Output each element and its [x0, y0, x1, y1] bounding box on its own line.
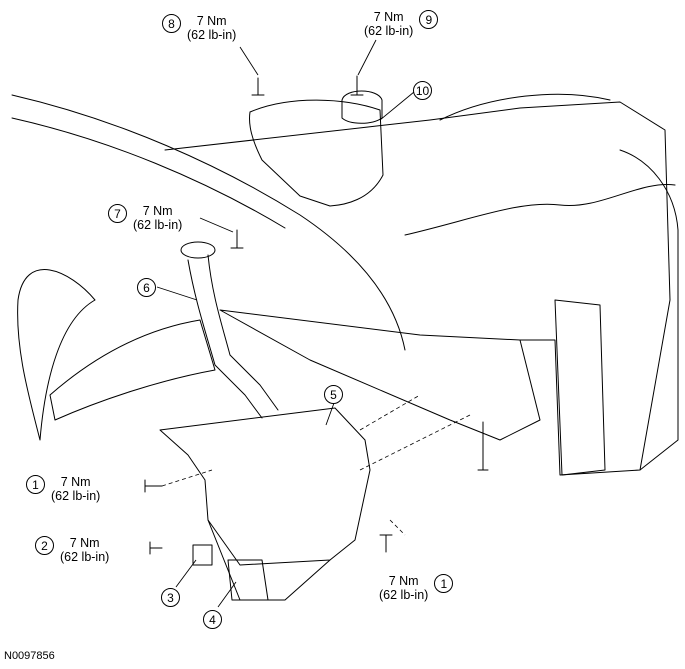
torque-imperial: (62 lb-in) — [51, 489, 101, 503]
grille-outline — [619, 149, 679, 471]
part-label-3: 3 — [161, 588, 180, 607]
torque-spec: 7 Nm (62 lb-in) — [133, 204, 182, 232]
callout-2: 2 7 Nm (62 lb-in) — [35, 536, 109, 564]
callout-number: 7 — [108, 204, 127, 223]
wiring-harness-outline — [404, 183, 676, 236]
torque-imperial: (62 lb-in) — [187, 28, 237, 42]
callout-number: 1 — [26, 475, 45, 494]
callout-number: 9 — [419, 10, 439, 29]
leader-10 — [379, 91, 415, 121]
leader-6 — [156, 286, 198, 301]
leader-5 — [325, 402, 335, 426]
callout-1-right: 1 7 Nm (62 lb-in) — [379, 574, 454, 602]
bolt-7-outline — [230, 229, 244, 249]
alignment-line-4 — [389, 519, 406, 536]
filler-cap-outline — [180, 241, 216, 259]
torque-metric: 7 Nm — [69, 536, 100, 550]
fender-outline — [11, 94, 406, 351]
alignment-line-3 — [359, 414, 471, 471]
bolt-2-outline — [149, 541, 163, 555]
callout-number: 2 — [35, 536, 54, 555]
washer-pump-outline — [227, 559, 269, 601]
bolt-8-outline — [251, 77, 265, 96]
torque-spec: 7 Nm (62 lb-in) — [60, 536, 109, 564]
frame-crossmember-outline — [219, 309, 541, 441]
bolt-1a-outline — [144, 479, 163, 493]
leader-3 — [175, 559, 197, 588]
torque-metric: 7 Nm — [373, 10, 404, 24]
alignment-line-1 — [161, 469, 213, 487]
washer-reservoir-outline — [159, 407, 371, 566]
washer-reservoir-bottom-outline — [207, 519, 331, 601]
torque-imperial: (62 lb-in) — [379, 588, 429, 602]
torque-metric: 7 Nm — [60, 475, 91, 489]
bolt-1b-outline — [379, 534, 393, 553]
callout-number: 8 — [162, 14, 181, 33]
leader-4 — [217, 581, 237, 608]
torque-imperial: (62 lb-in) — [364, 24, 414, 38]
leader-8 — [239, 46, 259, 76]
stud-outline — [477, 421, 489, 471]
torque-imperial: (62 lb-in) — [133, 218, 183, 232]
right-support-post-outline — [554, 299, 606, 476]
callout-1-left: 1 7 Nm (62 lb-in) — [26, 475, 100, 503]
torque-metric: 7 Nm — [196, 14, 227, 28]
wheel-well-liner — [49, 319, 216, 421]
fender-inner-outline — [11, 117, 286, 229]
alignment-line-2 — [359, 394, 421, 431]
torque-spec: 7 Nm (62 lb-in) — [187, 14, 236, 42]
torque-metric: 7 Nm — [142, 204, 173, 218]
callout-7: 7 7 Nm (62 lb-in) — [108, 204, 182, 232]
torque-spec: 7 Nm (62 lb-in) — [364, 10, 413, 38]
leader-9 — [357, 39, 377, 76]
callout-9: 9 7 Nm (62 lb-in) — [364, 10, 439, 38]
torque-spec: 7 Nm (62 lb-in) — [379, 574, 428, 602]
callout-number: 1 — [434, 574, 454, 593]
part-label-4: 4 — [203, 610, 222, 629]
filler-neck-outline-2 — [207, 254, 279, 411]
leader-7 — [199, 217, 234, 233]
figure-id: N0097856 — [4, 650, 55, 662]
bolt-9-outline — [350, 75, 364, 96]
filler-neck-outline — [187, 259, 263, 419]
torque-imperial: (62 lb-in) — [60, 550, 110, 564]
reservoir-cap-outline — [341, 90, 383, 124]
part-label-10: 10 — [413, 81, 432, 100]
fluid-level-sensor-outline — [192, 544, 213, 566]
wheel-well-outline — [17, 269, 96, 441]
part-label-6: 6 — [137, 278, 156, 297]
torque-spec: 7 Nm (62 lb-in) — [51, 475, 100, 503]
wiring-harness-upper-outline — [439, 93, 611, 121]
callout-8: 8 7 Nm (62 lb-in) — [162, 14, 236, 42]
torque-metric: 7 Nm — [388, 574, 419, 588]
coolant-reservoir-outline — [249, 99, 384, 207]
part-label-5: 5 — [324, 385, 343, 404]
radiator-support-outline — [164, 101, 671, 476]
